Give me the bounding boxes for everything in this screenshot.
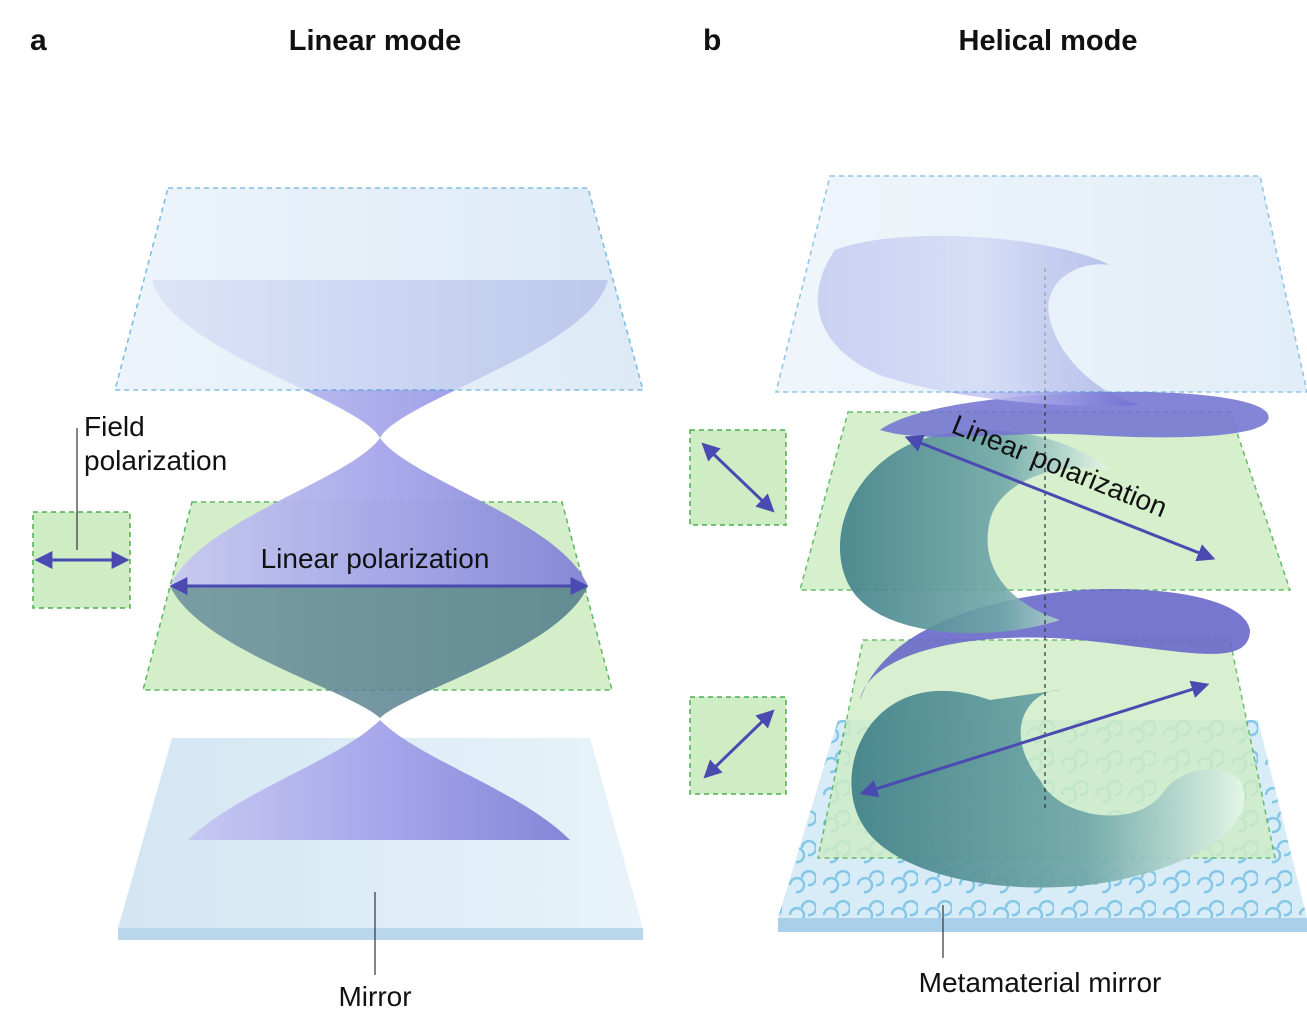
beam-lower-cone bbox=[188, 720, 570, 840]
top-plane bbox=[113, 187, 645, 391]
linear-polarization-arrow-b-upper bbox=[904, 434, 1216, 562]
beam-middle-lower bbox=[170, 586, 588, 718]
panel-a: a Linear mode Linear polarization Field … bbox=[30, 24, 645, 1012]
mirror-label: Mirror bbox=[338, 981, 411, 1012]
beam-middle-upper bbox=[170, 438, 588, 586]
metamaterial-mirror-label: Metamaterial mirror bbox=[919, 967, 1162, 998]
double-arrow-icon bbox=[703, 709, 775, 779]
panel-b: b Helical mode Linear polari bbox=[689, 24, 1307, 998]
field-polarization-label-line2: polarization bbox=[84, 445, 227, 476]
double-arrow-icon bbox=[701, 442, 775, 513]
panel-title-b: Helical mode bbox=[959, 25, 1138, 57]
panel-title-a: Linear mode bbox=[289, 25, 461, 57]
top-plane-b bbox=[774, 175, 1307, 393]
panel-letter-a: a bbox=[30, 24, 47, 57]
field-polarization-label-line1: Field bbox=[84, 411, 145, 442]
linear-polarization-arrow-b-lower bbox=[859, 680, 1210, 798]
linear-polarization-label-a: Linear polarization bbox=[261, 543, 490, 574]
panel-letter-b: b bbox=[703, 24, 721, 57]
